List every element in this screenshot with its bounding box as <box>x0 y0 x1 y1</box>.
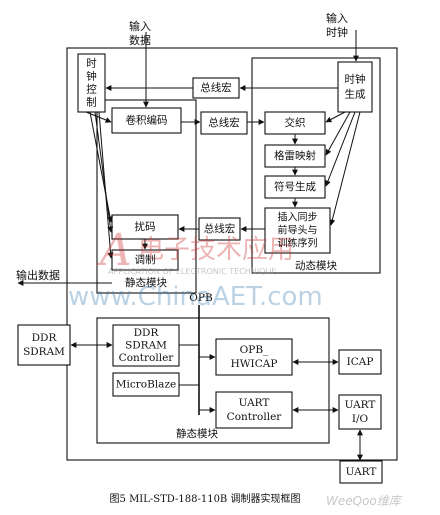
modulate-box <box>111 249 179 271</box>
ddr-sdram-box <box>17 324 71 366</box>
uart-box <box>339 460 383 484</box>
data-input-label: 输入数据 <box>129 19 151 47</box>
bus-macro-mid-box <box>200 111 248 135</box>
symbol-gen-label: 符号生成 <box>274 180 316 193</box>
bus-macro-top-label: 总线宏 <box>200 81 232 94</box>
uart-controller-box <box>215 391 293 429</box>
interleave-label: 交织 <box>285 116 306 129</box>
scramble-label: 扰码 <box>135 220 156 233</box>
insert-sync-box <box>264 207 331 254</box>
bus-macro-low-label: 总线宏 <box>204 222 236 235</box>
bus-macro-mid-label: 总线宏 <box>208 116 240 129</box>
dynamic-module-region <box>251 57 381 274</box>
insert-sync-label: 插入同步前导头与训练序列 <box>278 210 318 249</box>
static-module-top-label: 静态模块 <box>125 276 167 289</box>
modulate-label: 调制 <box>135 253 156 266</box>
watermark-corner: WeeQoo维库 <box>326 494 403 508</box>
fpga-outer-frame <box>66 47 398 461</box>
ddr-controller-box <box>112 324 180 367</box>
opb-bus-label: OPB <box>189 292 213 304</box>
clock-gen-box <box>337 61 373 113</box>
output-data-label: 输出数据 <box>16 268 60 282</box>
svg-text:APPLICATION OF ELECTRONIC TECH: APPLICATION OF ELECTRONIC TECHNIQUE <box>108 267 276 276</box>
figure-caption: 图5 MIL-STD-188-110B 调制器实现框图 <box>110 492 301 505</box>
opb-hwicap-label: OPB_HWICAP <box>231 344 278 370</box>
dynamic-module-label: 动态模块 <box>295 259 337 272</box>
static-module-bottom-label: 静态模块 <box>176 427 218 440</box>
watermark-logo: A 电子技术应用 APPLICATION OF ELECTRONIC TECHN… <box>68 225 323 312</box>
clock-control-label: 时钟控制 <box>86 58 97 109</box>
clock-control-box <box>77 53 106 113</box>
icap-label: ICAP <box>347 356 374 368</box>
clock-input-label: 输入时钟 <box>326 11 348 39</box>
svg-text:www.ChinaAET.com: www.ChinaAET.com <box>68 282 323 312</box>
conv-encoder-box <box>111 107 182 134</box>
opb-hwicap-box <box>215 338 293 376</box>
conv-encoder-label: 卷积编码 <box>126 114 168 127</box>
gray-map-label: 格雷映射 <box>274 149 316 162</box>
microblaze-label: MicroBlaze <box>116 379 176 391</box>
icap-box <box>338 349 382 375</box>
connection-lines <box>17 30 363 461</box>
uart-label: UART <box>346 466 377 478</box>
uart-io-box <box>338 394 382 430</box>
svg-text:A: A <box>96 225 132 276</box>
clock-gen-label: 时钟生成 <box>345 73 366 101</box>
svg-text:电子技术应用: 电子技术应用 <box>138 235 294 265</box>
static-module-region-bottom <box>96 317 330 444</box>
